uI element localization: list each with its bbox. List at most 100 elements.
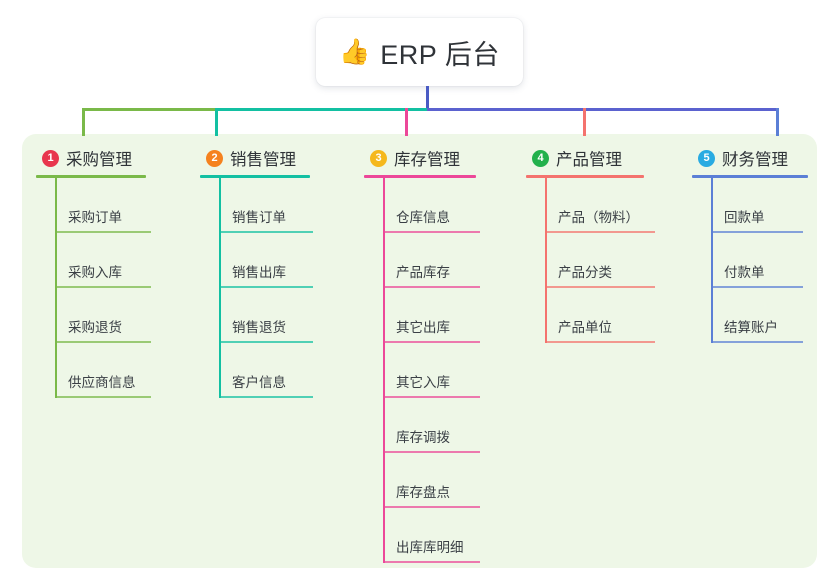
column-badge-2: 2: [206, 149, 223, 167]
list-item-rule: [383, 231, 480, 233]
column-children-4: 产品（物料） 产品分类产品单位: [526, 178, 655, 343]
column-header-5[interactable]: 5 财务管理: [692, 146, 808, 170]
column-title-3: 库存管理: [394, 151, 460, 169]
connector-drop-1: [82, 108, 85, 136]
root-title: ERP 后台: [380, 39, 500, 70]
list-item[interactable]: 产品库存: [364, 233, 480, 288]
column-5: 5 财务管理回款单付款单结算账户: [692, 146, 808, 343]
list-item-label: 采购退货: [68, 320, 122, 335]
list-item[interactable]: 客户信息: [200, 343, 313, 398]
column-rule-1: [36, 175, 146, 178]
list-item-rule: [383, 341, 480, 343]
connector-drop-4: [583, 108, 586, 136]
list-item[interactable]: 产品单位: [526, 288, 655, 343]
column-stem-5: [711, 178, 713, 343]
list-item[interactable]: 销售订单: [200, 178, 313, 233]
list-item-label: 销售出库: [232, 265, 286, 280]
list-item-rule: [545, 286, 655, 288]
list-item[interactable]: 采购订单: [36, 178, 151, 233]
column-stem-1: [55, 178, 57, 398]
list-item-label: 采购入库: [68, 265, 122, 280]
list-item[interactable]: 产品（物料）: [526, 178, 655, 233]
list-item-rule: [55, 231, 151, 233]
column-badge-1: 1: [42, 149, 59, 167]
list-item-rule: [545, 341, 655, 343]
column-header-1[interactable]: 1 采购管理: [36, 146, 146, 170]
list-item[interactable]: 库存调拨: [364, 398, 480, 453]
list-item-rule: [55, 286, 151, 288]
column-badge-3: 3: [370, 149, 387, 167]
list-item-rule: [219, 231, 313, 233]
list-item-label: 供应商信息: [68, 375, 136, 390]
list-item-label: 结算账户: [724, 320, 778, 335]
column-rule-5: [692, 175, 808, 178]
column-stem-2: [219, 178, 221, 398]
list-item[interactable]: 产品分类: [526, 233, 655, 288]
connector-bar-green: [82, 108, 217, 111]
list-item[interactable]: 库存盘点: [364, 453, 480, 508]
diagram-panel: [22, 134, 817, 568]
list-item[interactable]: 付款单: [692, 233, 808, 288]
list-item[interactable]: 结算账户: [692, 288, 808, 343]
list-item-rule: [219, 396, 313, 398]
column-rule-2: [200, 175, 310, 178]
list-item[interactable]: 出库库明细: [364, 508, 480, 563]
connector-bar-teal: [215, 108, 428, 111]
column-stem-3: [383, 178, 385, 563]
column-rule-4: [526, 175, 644, 178]
list-item-rule: [219, 286, 313, 288]
list-item-label: 其它出库: [396, 320, 450, 335]
connector-drop-5: [776, 108, 779, 136]
column-1: 1 采购管理采购订单采购入库采购退货供应商信息: [36, 146, 151, 398]
column-title-2: 销售管理: [230, 151, 296, 169]
column-rule-3: [364, 175, 476, 178]
list-item[interactable]: 仓库信息: [364, 178, 480, 233]
list-item-label: 出库库明细: [396, 540, 464, 555]
column-children-3: 仓库信息产品库存其它出库其它入库库存调拨库存盘点出库库明细: [364, 178, 480, 563]
column-children-5: 回款单付款单结算账户: [692, 178, 808, 343]
list-item-label: 产品单位: [558, 320, 612, 335]
column-4: 4 产品管理产品（物料） 产品分类产品单位: [526, 146, 655, 343]
list-item-rule: [55, 396, 151, 398]
list-item[interactable]: 销售退货: [200, 288, 313, 343]
column-2: 2 销售管理销售订单销售出库销售退货客户信息: [200, 146, 313, 398]
list-item[interactable]: 回款单: [692, 178, 808, 233]
root-node[interactable]: 👍 ERP 后台: [316, 18, 523, 86]
list-item-label: 付款单: [724, 265, 765, 280]
list-item-label: 产品库存: [396, 265, 450, 280]
column-header-4[interactable]: 4 产品管理: [526, 146, 644, 170]
list-item-label: 客户信息: [232, 375, 286, 390]
list-item-label: 销售退货: [232, 320, 286, 335]
column-title-5: 财务管理: [722, 151, 788, 169]
list-item[interactable]: 供应商信息: [36, 343, 151, 398]
list-item-rule: [383, 396, 480, 398]
column-children-1: 采购订单采购入库采购退货供应商信息: [36, 178, 151, 398]
column-badge-5: 5: [698, 149, 715, 167]
list-item-rule: [383, 506, 480, 508]
column-3: 3 库存管理仓库信息产品库存其它出库其它入库库存调拨库存盘点出库库明细: [364, 146, 480, 563]
list-item-label: 销售订单: [232, 210, 286, 225]
connector-trunk: [426, 86, 429, 111]
list-item-label: 库存盘点: [396, 485, 450, 500]
column-header-2[interactable]: 2 销售管理: [200, 146, 310, 170]
list-item[interactable]: 其它入库: [364, 343, 480, 398]
list-item-label: 其它入库: [396, 375, 450, 390]
list-item[interactable]: 采购入库: [36, 233, 151, 288]
column-title-4: 产品管理: [556, 151, 622, 169]
list-item[interactable]: 其它出库: [364, 288, 480, 343]
column-badge-4: 4: [532, 149, 549, 167]
list-item-rule: [711, 231, 803, 233]
list-item-rule: [383, 286, 480, 288]
connector-bar-blue: [427, 108, 779, 111]
list-item-label: 库存调拨: [396, 430, 450, 445]
column-header-3[interactable]: 3 库存管理: [364, 146, 476, 170]
list-item[interactable]: 销售出库: [200, 233, 313, 288]
list-item-rule: [545, 231, 655, 233]
list-item-rule: [219, 341, 313, 343]
list-item-rule: [383, 451, 480, 453]
list-item-label: 产品（物料）: [558, 210, 639, 225]
column-title-1: 采购管理: [66, 151, 132, 169]
list-item[interactable]: 采购退货: [36, 288, 151, 343]
column-stem-4: [545, 178, 547, 343]
column-children-2: 销售订单销售出库销售退货客户信息: [200, 178, 313, 398]
